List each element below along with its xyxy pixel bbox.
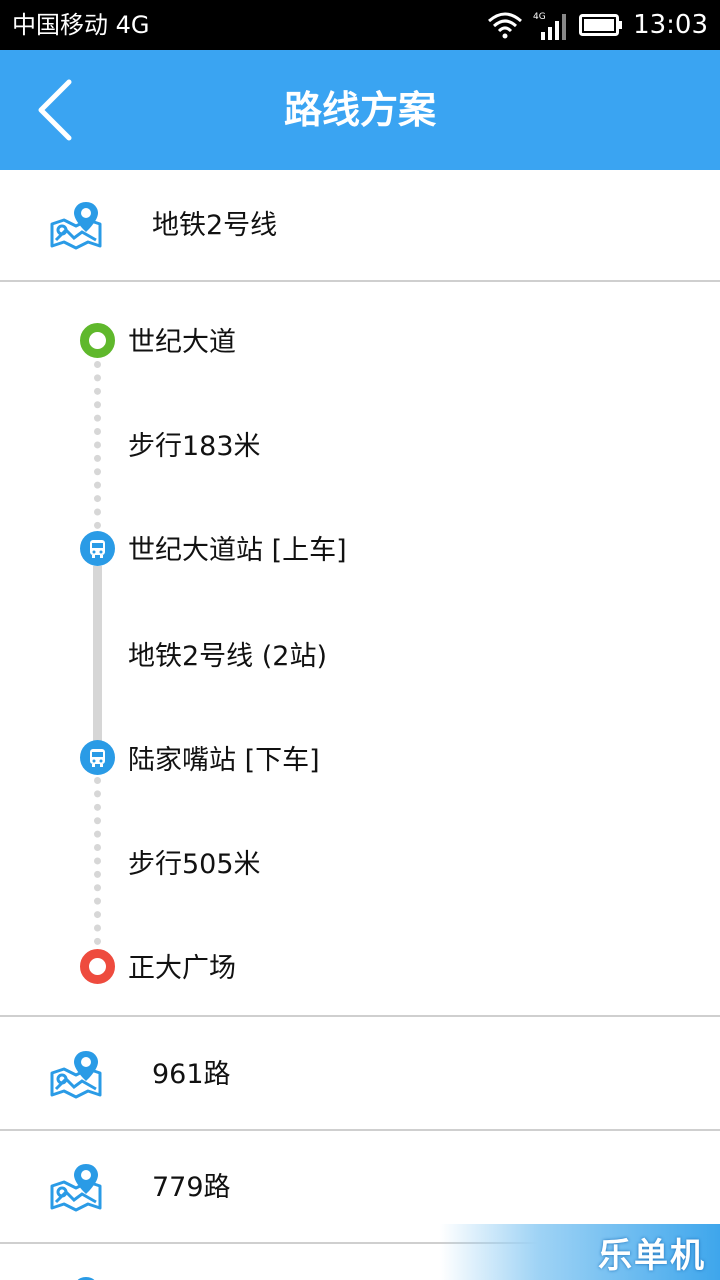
status-bar: 中国移动 4G 4G 13: [0, 0, 720, 50]
route-name: 地铁2号线 [152, 210, 278, 241]
end-marker [80, 949, 115, 984]
route-option-2[interactable]: 961路 [0, 1019, 720, 1131]
status-icons: 4G 13:03 [487, 8, 708, 42]
route-option-1[interactable]: 地铁2号线 [0, 170, 720, 282]
back-button[interactable] [20, 75, 90, 145]
page-title: 路线方案 [283, 88, 436, 132]
app-header: 路线方案 [0, 50, 720, 170]
route-detail: 世纪大道 步行183米 世纪大道站 [上车] 地铁2号线 (2站) 陆家嘴站 [… [0, 283, 720, 1017]
route-name: 779路 [152, 1172, 231, 1203]
step-board: 世纪大道站 [上车] [128, 535, 347, 566]
step-start: 世纪大道 [128, 327, 236, 358]
step-ride: 地铁2号线 (2站) [128, 641, 328, 672]
bus-icon [80, 740, 115, 775]
walk-connector [94, 777, 101, 945]
route-name: 961路 [152, 1059, 231, 1090]
map-pin-icon [77, 1277, 95, 1280]
map-pin-icon [50, 1164, 102, 1212]
bus-icon [80, 531, 115, 566]
walk-connector [94, 361, 101, 529]
wifi-icon [487, 11, 523, 39]
clock: 13:03 [633, 10, 708, 40]
step-alight: 陆家嘴站 [下车] [128, 745, 320, 776]
battery-icon [579, 13, 623, 37]
step-walk: 步行183米 [128, 431, 261, 462]
chevron-left-icon [38, 79, 72, 141]
ride-connector [93, 566, 102, 741]
map-pin-icon [50, 1051, 102, 1099]
watermark-text: 乐单机 [598, 1236, 706, 1276]
signal-icon: 4G [533, 10, 569, 40]
watermark: 乐单机 [440, 1224, 720, 1280]
start-marker [80, 323, 115, 358]
network-type-label: 4G [533, 12, 546, 22]
step-end: 正大广场 [128, 953, 236, 984]
carrier-label: 中国移动 4G [12, 11, 150, 39]
step-walk: 步行505米 [128, 849, 261, 880]
map-pin-icon [50, 202, 102, 250]
